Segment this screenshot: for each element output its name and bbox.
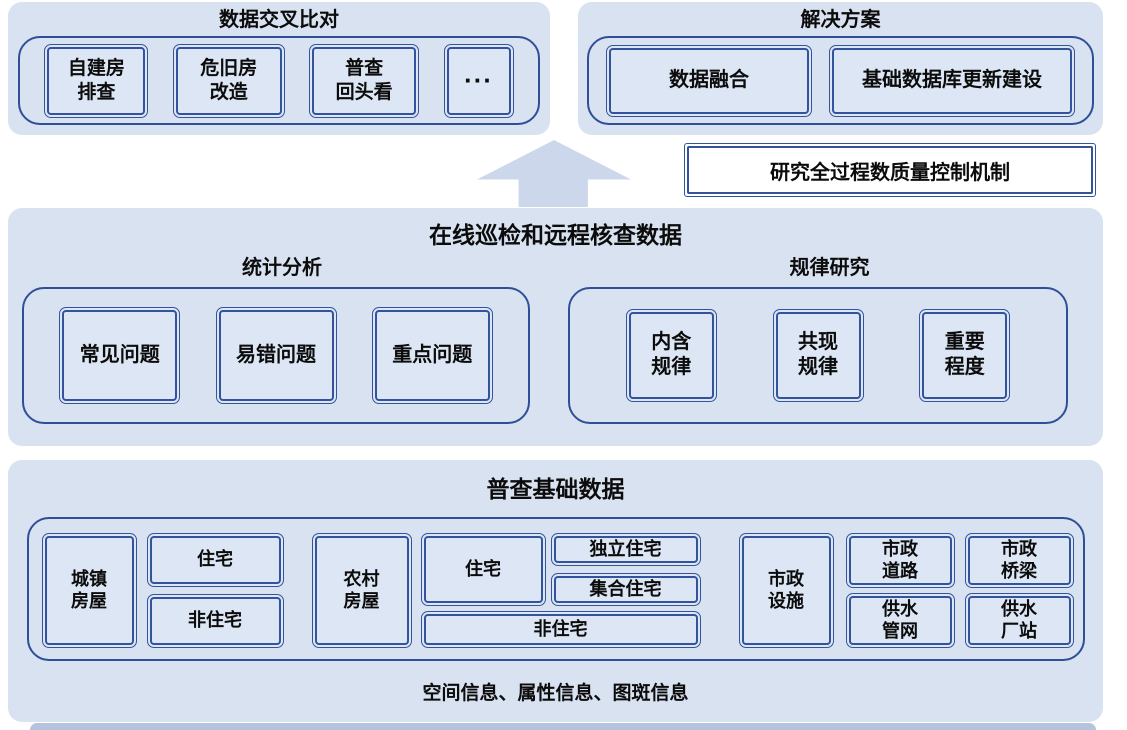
item-label: 重点问题 [374, 309, 490, 401]
rural-housing-children: 住宅 独立住宅 集合住宅 非住宅 [420, 532, 701, 648]
rural-residential-types: 独立住宅 集合住宅 [550, 532, 701, 606]
bottom-footer-label: 空间信息、属性信息、图斑信息 [422, 682, 689, 704]
item-label: 市政 道路 [848, 535, 952, 585]
group-pattern-research: 规律研究 内含 规律 共现 规律 重要 程度 [556, 256, 1103, 424]
panel-title-online-inspection: 在线巡检和远程核查数据 [429, 222, 682, 248]
cutoff-panel-top-bar [30, 723, 1096, 730]
item-box-water-supply-plants: 供水 厂站 [964, 592, 1074, 648]
item-box-urban-housing: 城镇 房屋 [41, 532, 137, 648]
item-label: 非住宅 [149, 596, 281, 645]
item-box-implicit-patterns: 内含 规律 [625, 308, 717, 402]
item-label: 危旧房 改造 [175, 46, 282, 115]
statistical-analysis-container: 常见问题 易错问题 重点问题 [22, 286, 530, 424]
municipal-facilities-grid: 市政 道路 市政 桥梁 供水 管网 供水 厂站 [845, 532, 1074, 648]
item-box-self-built-housing-check: 自建房 排查 [44, 43, 149, 118]
item-label: 常见问题 [62, 309, 178, 401]
item-label: 共现 规律 [775, 311, 861, 399]
item-label: 农村 房屋 [314, 535, 409, 645]
group-municipal-facilities: 市政 设施 市政 道路 市政 桥梁 供水 管网 供水 厂站 [738, 532, 1079, 648]
item-box-importance-degree: 重要 程度 [919, 308, 1011, 402]
group-urban-housing: 城镇 房屋 住宅 非住宅 [41, 532, 284, 648]
item-label: 集合住宅 [553, 575, 698, 603]
group-label-pattern-research: 规律研究 [789, 256, 870, 279]
ellipsis-icon: ··· [446, 46, 511, 115]
item-box-municipal-facilities: 市政 设施 [738, 532, 834, 648]
item-box-data-fusion: 数据融合 [606, 44, 812, 117]
data-cross-compare-container: 自建房 排查 危旧房 改造 普查 回头看 ··· [18, 36, 540, 125]
item-label: 易错问题 [218, 309, 334, 401]
item-box-key-problems: 重点问题 [371, 306, 493, 404]
rural-residential-row: 住宅 独立住宅 集合住宅 [420, 532, 701, 606]
item-label: 自建房 排查 [47, 46, 146, 115]
item-label: 独立住宅 [553, 535, 698, 563]
panel-online-inspection-data: 在线巡检和远程核查数据 统计分析 常见问题 易错问题 重点问题 规律研究 [8, 208, 1103, 446]
quality-control-label: 研究全过程数质量控制机制 [687, 146, 1093, 194]
middle-groups-row: 统计分析 常见问题 易错问题 重点问题 规律研究 内 [8, 256, 1103, 424]
item-label: 住宅 [149, 535, 281, 584]
item-box-rural-non-residential: 非住宅 [420, 610, 701, 648]
panel-census-base-data: 普查基础数据 城镇 房屋 住宅 非住宅 农村 房屋 [8, 460, 1103, 722]
group-statistical-analysis: 统计分析 常见问题 易错问题 重点问题 [8, 256, 556, 424]
item-box-municipal-roads: 市政 道路 [845, 532, 955, 588]
item-label: 内含 规律 [628, 311, 714, 399]
group-rural-housing: 农村 房屋 住宅 独立住宅 集合住宅 [311, 532, 701, 648]
group-label-statistical-analysis: 统计分析 [242, 256, 322, 279]
item-box-ellipsis: ··· [443, 43, 514, 118]
item-box-urban-residential: 住宅 [146, 532, 284, 587]
quality-control-box: 研究全过程数质量控制机制 [684, 143, 1096, 197]
item-label: 供水 管网 [848, 595, 952, 645]
solutions-container: 数据融合 基础数据库更新建设 [587, 36, 1094, 125]
item-box-water-supply-network: 供水 管网 [845, 592, 955, 648]
item-box-detached-residential: 独立住宅 [550, 532, 701, 566]
item-label: 重要 程度 [922, 311, 1008, 399]
item-box-census-lookback: 普查 回头看 [309, 43, 420, 118]
pattern-research-container: 内含 规律 共现 规律 重要 程度 [568, 286, 1068, 424]
urban-housing-children: 住宅 非住宅 [146, 532, 284, 648]
up-arrow-icon [477, 140, 631, 207]
item-box-rural-residential: 住宅 [420, 532, 546, 606]
panel-data-cross-compare: 数据交叉比对 自建房 排查 危旧房 改造 普查 回头看 ··· [8, 2, 550, 135]
item-box-error-prone-problems: 易错问题 [215, 306, 337, 404]
item-box-urban-non-residential: 非住宅 [146, 593, 284, 648]
item-label: 市政 设施 [741, 535, 831, 645]
census-base-data-container: 城镇 房屋 住宅 非住宅 农村 房屋 [26, 516, 1085, 661]
item-box-municipal-bridges: 市政 桥梁 [964, 532, 1074, 588]
item-label: 市政 桥梁 [967, 535, 1071, 585]
item-label: 基础数据库更新建设 [832, 47, 1072, 114]
item-label: 供水 厂站 [967, 595, 1071, 645]
item-label: 非住宅 [423, 613, 698, 645]
item-box-cooccurrence-patterns: 共现 规律 [772, 308, 864, 402]
item-label: 普查 回头看 [312, 46, 417, 115]
panel-title-solutions: 解决方案 [800, 9, 881, 31]
item-box-rural-housing: 农村 房屋 [311, 532, 412, 648]
item-label: 城镇 房屋 [44, 535, 134, 645]
item-box-dilapidated-housing-renovation: 危旧房 改造 [172, 43, 285, 118]
item-label: 数据融合 [609, 47, 809, 114]
item-box-base-database-update: 基础数据库更新建设 [829, 44, 1075, 117]
panel-title-census-base-data: 普查基础数据 [486, 476, 625, 502]
item-label: 住宅 [423, 535, 543, 603]
panel-solutions: 解决方案 数据融合 基础数据库更新建设 [578, 2, 1103, 135]
item-box-common-problems: 常见问题 [59, 306, 181, 404]
panel-title-data-cross-compare: 数据交叉比对 [219, 9, 339, 31]
item-box-collective-residential: 集合住宅 [550, 572, 701, 606]
